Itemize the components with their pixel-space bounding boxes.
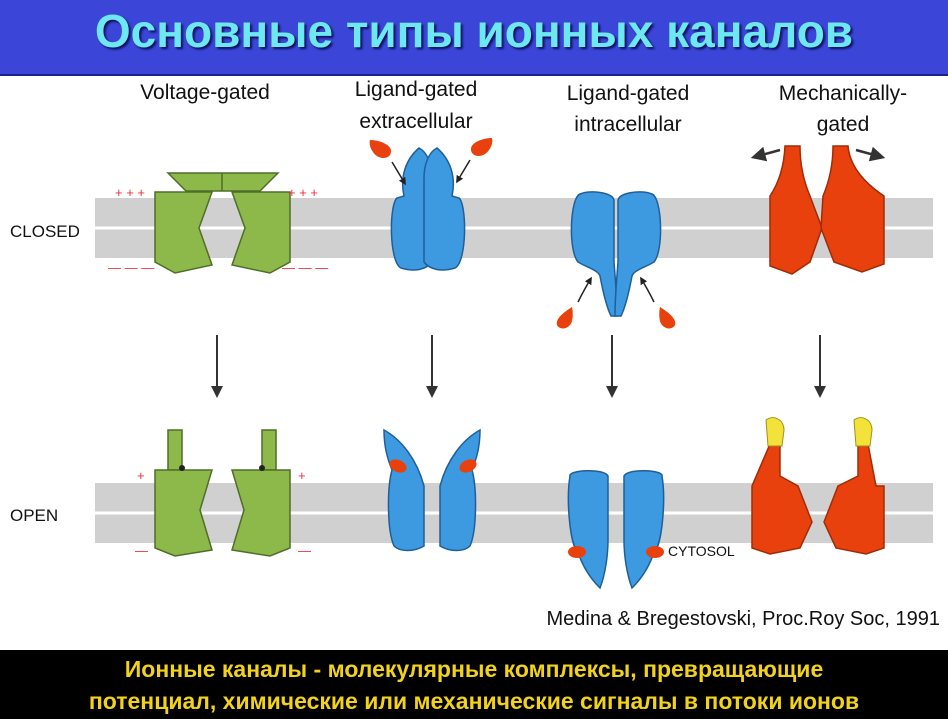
charge-plus-right-open: +: [298, 468, 306, 483]
column-label-ligand-intracellular-line1: Ligand-gated: [567, 82, 690, 105]
ligand-drops-extracellular-bound: [389, 459, 477, 473]
ligand-extracellular-channel-closed: [390, 147, 466, 271]
ligand-drops-intracellular-bound: [568, 546, 664, 558]
charge-minus-right-closed: — — —: [282, 260, 328, 275]
voltage-gated-channel-open: [154, 429, 291, 557]
ligand-intracellular-channel-closed: [570, 191, 662, 317]
column-label-ligand-intracellular-line2: intracellular: [574, 113, 681, 136]
ligand-intracellular-channel-open: [567, 470, 665, 590]
voltage-gate-hinges-open: [179, 465, 265, 471]
mechanical-gate-tips-open: [765, 417, 873, 447]
footer-line-2: потенциал, химические или механические с…: [88, 688, 860, 714]
column-label-ligand-extracellular-line1: Ligand-gated: [355, 78, 478, 101]
voltage-gated-channel-closed: [154, 172, 291, 274]
column-label-ligand-extracellular-line2: extracellular: [359, 110, 472, 133]
footer-line-1: Ионные каналы - молекулярные комплексы, …: [124, 656, 824, 682]
mechanically-gated-channel-closed: [769, 145, 885, 275]
column-label-mechanically-gated-line1: Mechanically-: [779, 82, 907, 105]
mechanically-gated-channel-open: [751, 443, 885, 555]
state-label-closed: CLOSED: [10, 222, 80, 241]
transition-arrows: [211, 335, 826, 398]
charge-plus-left-open: +: [137, 468, 145, 483]
state-label-open: OPEN: [10, 506, 58, 525]
ligand-drops-extracellular-closed: [369, 138, 493, 158]
charge-minus-left-closed: — — —: [108, 260, 154, 275]
ligand-binding-arrows-extracellular: [391, 159, 471, 186]
ion-channel-diagram: Voltage-gated Ligand-gated extracellular…: [10, 78, 940, 630]
cytosol-label: CYTOSOL: [668, 543, 735, 559]
tension-arrows: [750, 146, 886, 162]
slide-title: Основные типы ионных каналов: [94, 5, 854, 57]
title-bar: Основные типы ионных каналов: [0, 0, 948, 76]
charge-minus-right-open: —: [298, 543, 311, 558]
charge-plus-left-closed: + + +: [115, 185, 145, 200]
charge-plus-right-closed: + + +: [288, 185, 318, 200]
ligand-drops-intracellular-closed: [556, 307, 676, 329]
ligand-binding-arrows-intracellular: [577, 276, 655, 303]
citation: Medina & Bregestovski, Proc.Roy Soc, 199…: [546, 608, 940, 630]
column-label-voltage-gated: Voltage-gated: [140, 81, 270, 104]
column-label-mechanically-gated-line2: gated: [817, 113, 870, 136]
charge-minus-left-open: —: [135, 543, 148, 558]
footer-caption: Ионные каналы - молекулярные комплексы, …: [0, 650, 948, 719]
